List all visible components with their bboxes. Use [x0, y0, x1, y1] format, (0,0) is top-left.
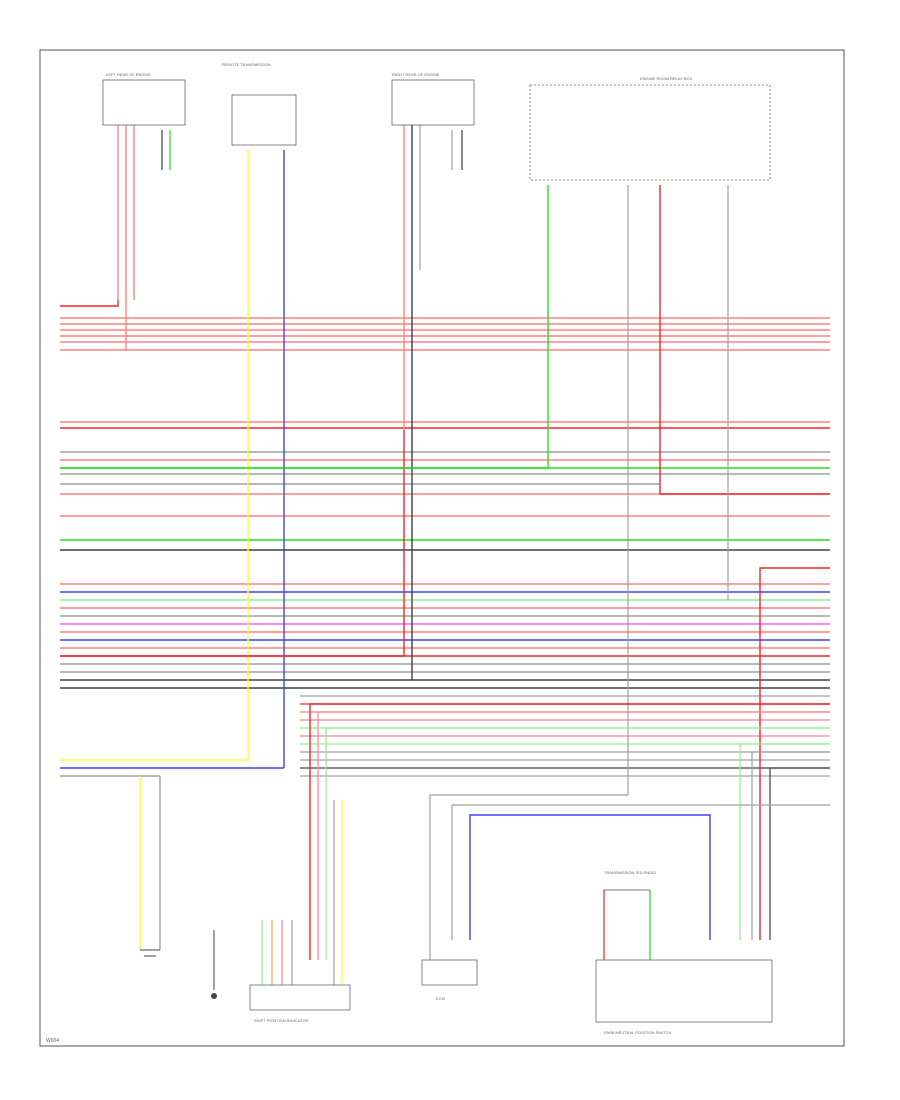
- v-lro2-join: [60, 300, 119, 307]
- ground-point-icon: [211, 993, 217, 999]
- v-shift-pink: [317, 711, 830, 960]
- v-right-red: [759, 567, 830, 940]
- wire-layer: [60, 125, 830, 985]
- label-transmission-solenoid: TRANSMISSION SOLENOID: [604, 870, 656, 875]
- label-remote-transmission: REMOTE TRANSMISSION: [222, 62, 271, 67]
- label-right-rear-o2: RIGHT REAR OF ENGINE: [392, 72, 440, 77]
- page-code: W004: [46, 1038, 59, 1044]
- v-pn-black: [769, 767, 830, 940]
- right-rear-o2-box: [391, 79, 475, 126]
- park-neutral-box: [595, 959, 773, 1023]
- v-fuse-red: [659, 185, 830, 495]
- label-park-neutral: PARK/NEUTRAL POSITION SWITCH: [604, 1030, 671, 1035]
- label-fuse-box: ENGINE ROOM RELAY BOX: [640, 76, 693, 81]
- v-sol-gray2: [429, 790, 629, 960]
- component-layer: LEFT REAR OF ENGINE REMOTE TRANSMISSION RI…: [102, 62, 773, 1035]
- label-ecm: ECM: [436, 996, 445, 1001]
- v-shift-green: [325, 727, 830, 960]
- v-pn-gray: [751, 751, 830, 940]
- shift-indicator-box: [249, 984, 351, 1011]
- v-sol-blue: [469, 814, 711, 940]
- v-fuse-green: [60, 185, 549, 469]
- label-left-rear-o2: LEFT REAR OF ENGINE: [106, 72, 151, 77]
- v-pn-green: [739, 743, 830, 940]
- diagram-frame: [39, 49, 845, 1047]
- v-rro2-join: [60, 430, 405, 657]
- remote-transmission-box: [231, 94, 297, 146]
- v-shift-red: [309, 703, 830, 960]
- left-rear-o2-box: [102, 79, 186, 126]
- ecm-box: [421, 959, 478, 986]
- label-shift-indicator: SHIFT POSITION INDICATOR: [254, 1018, 309, 1023]
- v-sol-gray: [451, 804, 830, 940]
- fuse-box: [529, 84, 771, 181]
